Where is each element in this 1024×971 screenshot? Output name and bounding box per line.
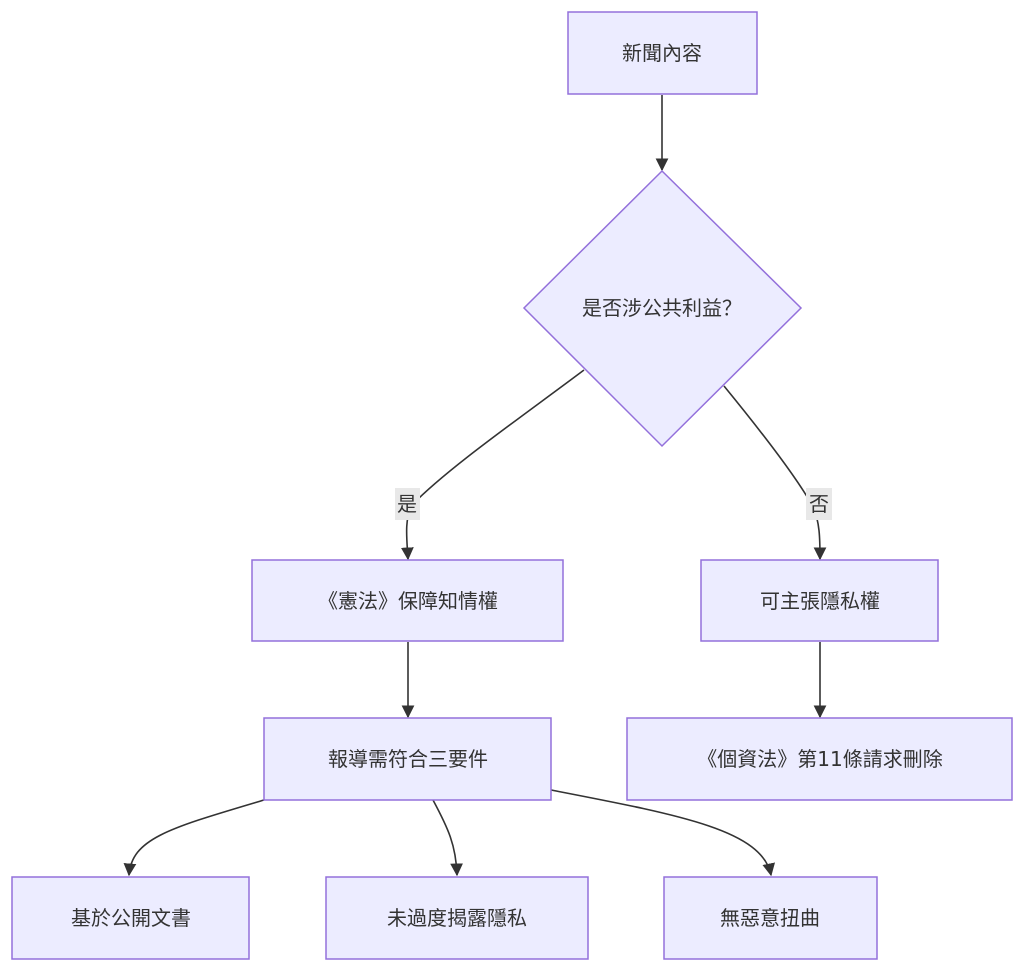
node-public-document[interactable]: 基於公開文書 [11, 876, 250, 960]
node-news[interactable]: 新聞內容 [567, 11, 758, 95]
node-privacy[interactable]: 可主張隱私權 [700, 559, 939, 642]
node-public-document-label: 基於公開文書 [71, 906, 191, 930]
edge-label-yes-text: 是 [397, 492, 417, 516]
edges [123, 95, 827, 877]
node-pdpa-delete[interactable]: 《個資法》第11條請求刪除 [626, 717, 1013, 801]
node-no-overexposure[interactable]: 未過度揭露隱私 [325, 876, 589, 960]
edge-decision-to-constitution [401, 369, 585, 561]
edge-requirements-to-public-document [123, 799, 265, 877]
edge-label-yes: 是 [395, 488, 420, 520]
node-news-label: 新聞內容 [622, 41, 702, 65]
node-privacy-label: 可主張隱私權 [760, 589, 880, 613]
node-three-requirements[interactable]: 報導需符合三要件 [263, 717, 552, 801]
node-decision[interactable]: 是否涉公共利益？ [522, 169, 803, 448]
node-pdpa-delete-label: 《個資法》第11條請求刪除 [697, 747, 942, 771]
node-three-requirements-label: 報導需符合三要件 [328, 747, 488, 771]
edge-label-no: 否 [806, 488, 832, 520]
node-no-distortion[interactable]: 無惡意扭曲 [663, 876, 878, 960]
edge-decision-to-privacy [723, 385, 827, 561]
node-constitution-label: 《憲法》保障知情權 [318, 589, 498, 613]
node-constitution[interactable]: 《憲法》保障知情權 [251, 559, 564, 642]
edge-label-no-text: 否 [809, 492, 829, 516]
edge-requirements-to-no-distortion [550, 789, 775, 877]
node-decision-label: 是否涉公共利益？ [582, 296, 742, 320]
node-no-overexposure-label: 未過度揭露隱私 [387, 906, 527, 930]
node-no-distortion-label: 無惡意扭曲 [720, 906, 820, 930]
edge-requirements-to-no-overexposure [432, 799, 464, 877]
